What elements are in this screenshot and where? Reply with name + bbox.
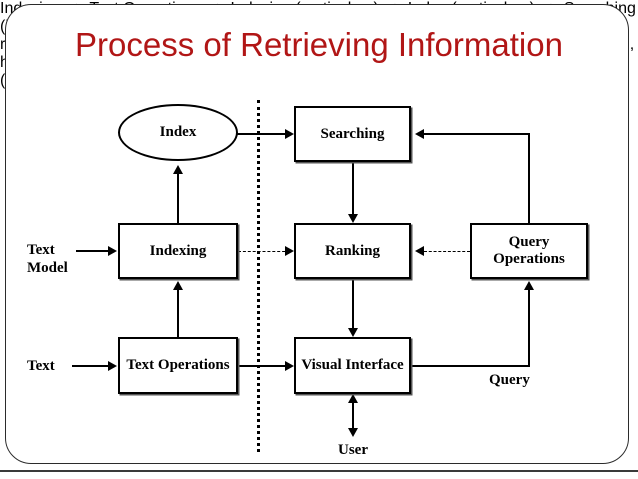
edge-visualinterface-queryoperations-run bbox=[411, 365, 530, 367]
arrowhead-text-textoperations bbox=[108, 361, 117, 371]
arrowhead-textoperations-visualinterface bbox=[285, 361, 294, 371]
edge-queryoperations-ranking bbox=[424, 251, 470, 252]
node-visual-interface-label: Visual Interface bbox=[301, 357, 404, 373]
arrowhead-indexing-ranking bbox=[285, 246, 294, 256]
edge-ranking-visualinterface bbox=[352, 279, 354, 331]
arrowhead-textoperations-indexing bbox=[173, 281, 183, 290]
node-indexing[interactable]: Indexing bbox=[118, 223, 238, 279]
node-index[interactable]: Index bbox=[118, 104, 238, 161]
edge-index-searching bbox=[234, 133, 289, 135]
label-query: Query bbox=[489, 372, 530, 388]
edge-visualinterface-user bbox=[352, 398, 354, 432]
node-visual-interface[interactable]: Visual Interface bbox=[294, 337, 411, 394]
edge-indexing-ranking bbox=[238, 251, 290, 252]
arrowhead-visualinterface-to-user bbox=[348, 428, 358, 437]
node-text-operations-label: Text Operations bbox=[126, 357, 230, 373]
node-searching[interactable]: Searching bbox=[294, 106, 411, 162]
label-text: Text bbox=[27, 358, 55, 374]
node-query-operations-label: Query Operations bbox=[493, 234, 565, 267]
edge-searching-ranking bbox=[352, 162, 354, 216]
arrowhead-user-to-visualinterface bbox=[348, 394, 358, 403]
arrowhead-ranking-visualinterface bbox=[348, 328, 358, 337]
arrowhead-queryoperations-searching bbox=[415, 129, 424, 139]
page-title: Process of Retrieving Information bbox=[75, 26, 563, 63]
label-text-model: Text Model bbox=[27, 242, 68, 276]
arrowhead-queryoperations-ranking bbox=[415, 246, 424, 256]
node-indexing-label: Indexing bbox=[149, 242, 207, 259]
arrowhead-indexing-index bbox=[173, 165, 183, 174]
vertical-divider bbox=[257, 100, 260, 452]
node-index-label: Index bbox=[159, 124, 197, 140]
node-query-operations[interactable]: Query Operations bbox=[470, 223, 588, 279]
node-ranking-label: Ranking bbox=[324, 242, 381, 259]
edge-indexing-index bbox=[177, 172, 179, 223]
node-text-operations[interactable]: Text Operations bbox=[118, 337, 238, 394]
arrowhead-textmodel-indexing bbox=[108, 246, 117, 256]
edge-visualinterface-queryoperations-riser bbox=[528, 288, 530, 366]
edge-queryoperations-searching-riser bbox=[528, 133, 530, 223]
edge-textmodel-indexing bbox=[76, 250, 110, 252]
arrowhead-searching-ranking bbox=[348, 214, 358, 223]
node-searching-label: Searching bbox=[320, 125, 385, 142]
arrowhead-index-searching bbox=[285, 129, 294, 139]
edge-textoperations-visualinterface bbox=[238, 365, 290, 367]
edge-queryoperations-searching-run bbox=[424, 133, 530, 135]
node-ranking[interactable]: Ranking bbox=[294, 223, 411, 279]
edge-textoperations-indexing bbox=[177, 288, 179, 337]
edge-text-textoperations bbox=[72, 365, 110, 367]
slide-bottom-rule bbox=[0, 470, 638, 472]
label-user: User bbox=[338, 442, 368, 458]
arrowhead-visualinterface-queryoperations bbox=[524, 281, 534, 290]
